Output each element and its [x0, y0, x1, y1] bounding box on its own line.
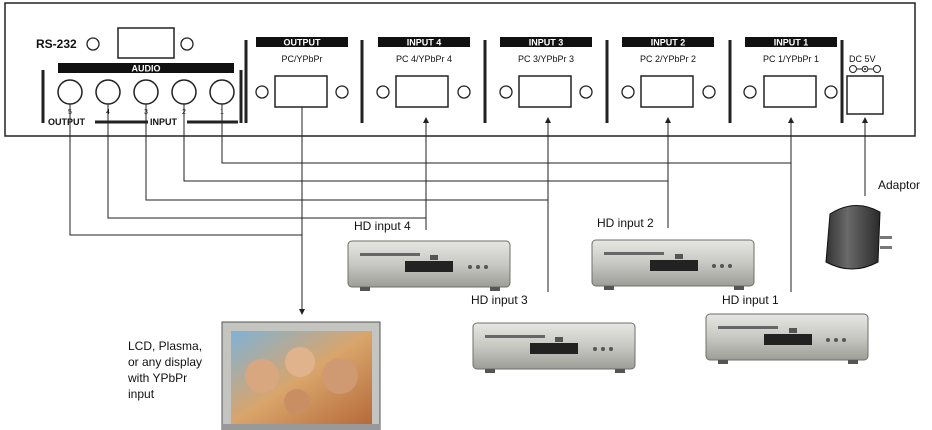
audio-input-1-cable [221, 104, 791, 164]
video-section-input-1: INPUT 1 PC 1/YPbPr 1 [743, 37, 838, 108]
audio-input-label: INPUT [150, 117, 178, 127]
section-header: INPUT 2 [651, 38, 686, 48]
port-screw-right [335, 85, 349, 99]
vga-port [640, 75, 694, 108]
dc-jack [846, 75, 884, 115]
rs232-port [117, 27, 175, 59]
audio-output-label: OUTPUT [48, 117, 86, 127]
display-caption-line: with YPbPr [127, 371, 187, 385]
dc-label: DC 5V [849, 54, 876, 64]
display-caption-line: or any display [128, 355, 202, 369]
audio-jack-1 [209, 79, 235, 105]
dc-polarity-icon [849, 65, 881, 73]
hd-input-4-label: HD input 4 [354, 219, 411, 233]
dvd-player-1 [705, 313, 869, 364]
vga-port [518, 75, 572, 108]
port-label: PC 1/YPbPr 1 [763, 54, 819, 64]
section-dividers [244, 40, 844, 123]
audio-header: AUDIO [132, 64, 161, 74]
video-section-output: OUTPUT PC/YPbPr [255, 37, 349, 108]
video-section-input-4: INPUT 4 PC 4/YPbPr 4 [376, 37, 471, 108]
section-header-bar [378, 37, 470, 47]
rs232-screw-right [180, 37, 194, 51]
display-caption-line: LCD, Plasma, [128, 339, 202, 353]
port-label: PC 4/YPbPr 4 [396, 54, 452, 64]
port-screw-right [702, 85, 716, 99]
section-header-bar [500, 37, 592, 47]
rs232-screw-left [86, 37, 100, 51]
port-screw-right [457, 85, 471, 99]
video-section-input-2: INPUT 2 PC 2/YPbPr 2 [621, 37, 716, 108]
port-screw-left [376, 85, 390, 99]
power-adaptor [825, 205, 892, 270]
port-screw-right [579, 85, 593, 99]
video-section-input-3: INPUT 3 PC 3/YPbPr 3 [499, 37, 593, 108]
audio-jack-2 [171, 79, 197, 105]
audio-jack-3 [133, 79, 159, 105]
vga-port [395, 75, 449, 108]
port-label: PC 2/YPbPr 2 [640, 54, 696, 64]
audio-output-cable [69, 104, 302, 236]
section-header: OUTPUT [284, 38, 322, 48]
port-screw-right [824, 85, 838, 99]
cable-lines [69, 104, 868, 315]
section-header: INPUT 3 [529, 38, 564, 48]
port-screw-left [743, 85, 757, 99]
display-caption-line: input [128, 387, 155, 401]
audio-input-4-cable [107, 104, 426, 219]
port-screw-left [499, 85, 513, 99]
hd-input-1-label: HD input 1 [722, 293, 779, 307]
adaptor-label: Adaptor [878, 178, 920, 192]
audio-jack-4 [95, 79, 121, 105]
port-label: PC 3/YPbPr 3 [518, 54, 574, 64]
audio-header-bar [58, 63, 234, 73]
section-header-bar [256, 37, 348, 47]
audio-input-3-cable [145, 104, 548, 201]
vga-port [274, 75, 328, 108]
port-screw-left [255, 85, 269, 99]
audio-input-2-cable [183, 104, 668, 182]
vga-port [763, 75, 817, 108]
section-header-bar [622, 37, 714, 47]
section-header: INPUT 4 [407, 38, 442, 48]
hd-input-2-label: HD input 2 [597, 216, 654, 230]
dvd-player-4 [347, 240, 511, 291]
dvd-player-3 [472, 322, 636, 373]
audio-jack-5 [57, 79, 83, 105]
rs232-label: RS-232 [36, 37, 77, 51]
section-header: INPUT 1 [774, 38, 809, 48]
port-screw-left [621, 85, 635, 99]
hd-input-3-label: HD input 3 [471, 293, 528, 307]
dvd-player-2 [591, 239, 755, 290]
port-label: PC/YPbPr [281, 54, 322, 64]
section-header-bar [745, 37, 837, 47]
display-tv [221, 321, 381, 430]
